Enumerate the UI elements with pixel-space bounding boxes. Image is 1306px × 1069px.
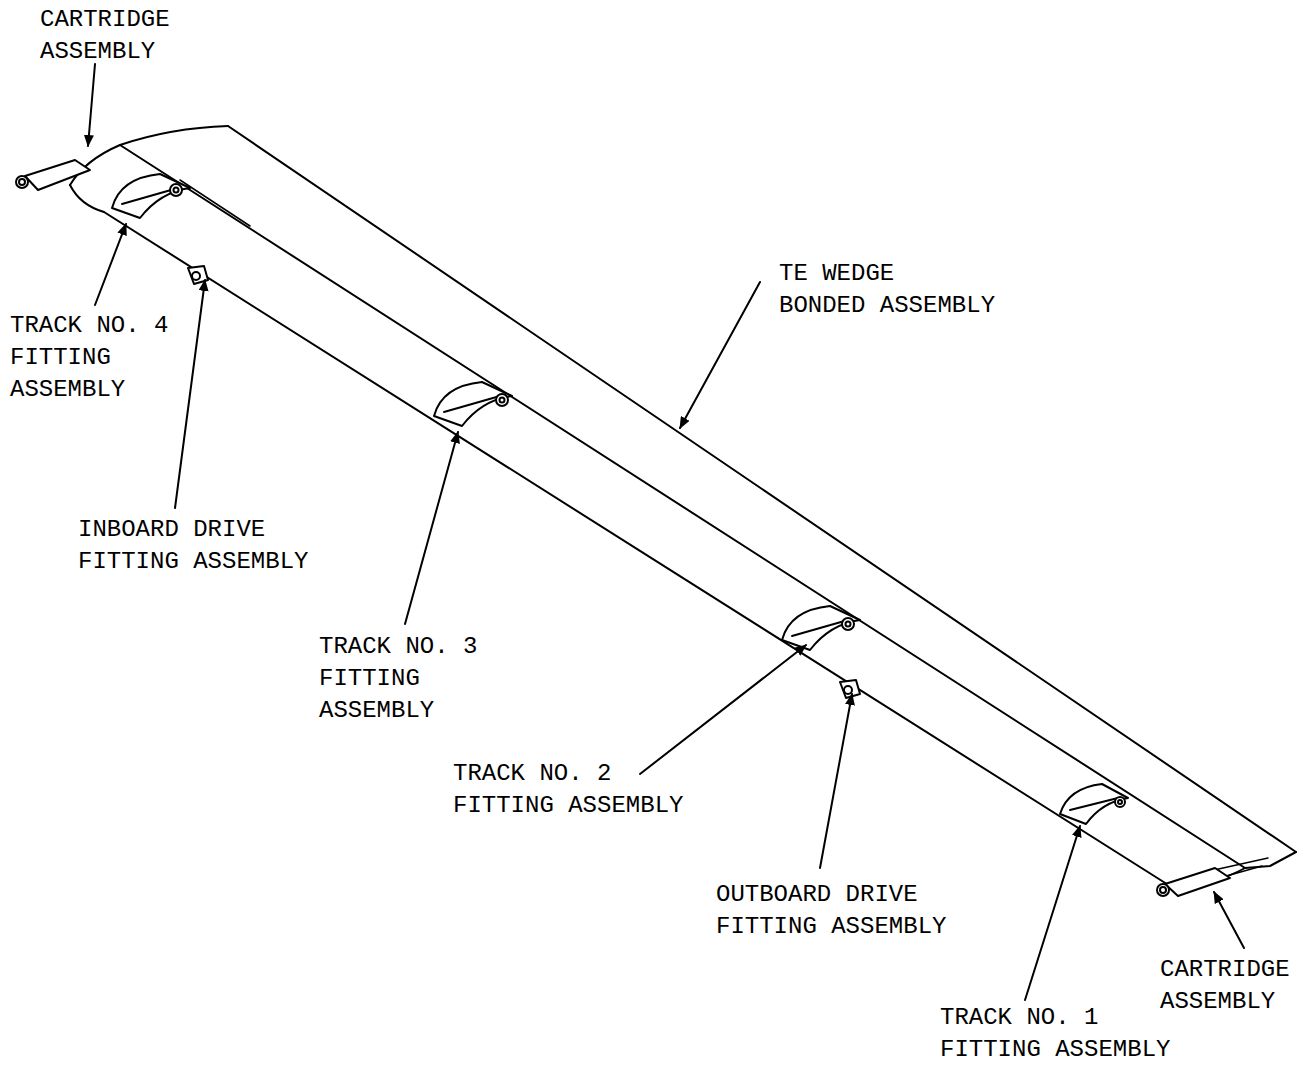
part-label: CARTRIDGE ASSEMBLY <box>40 4 180 68</box>
part-label: OUTBOARD DRIVE FITTING ASSEMBLY <box>716 879 961 943</box>
part-label: TE WEDGE BONDED ASSEMBLY <box>779 258 1009 322</box>
part-label: TRACK NO. 2 FITTING ASSEMBLY <box>453 758 698 822</box>
cartridge-left <box>16 160 90 190</box>
flap-outline <box>70 126 1296 886</box>
part-label: INBOARD DRIVE FITTING ASSEMBLY <box>78 514 323 578</box>
drive-fittings <box>188 266 860 698</box>
part-label: TRACK NO. 4 FITTING ASSEMBLY <box>10 310 185 406</box>
part-label: TRACK NO. 3 FITTING ASSEMBLY <box>319 631 494 727</box>
part-label: CARTRIDGE ASSEMBLY <box>1160 954 1300 1018</box>
part-label: TRACK NO. 1 FITTING ASSEMBLY <box>940 1002 1185 1066</box>
track-fittings <box>112 174 1128 824</box>
cartridge-right <box>1157 868 1230 896</box>
